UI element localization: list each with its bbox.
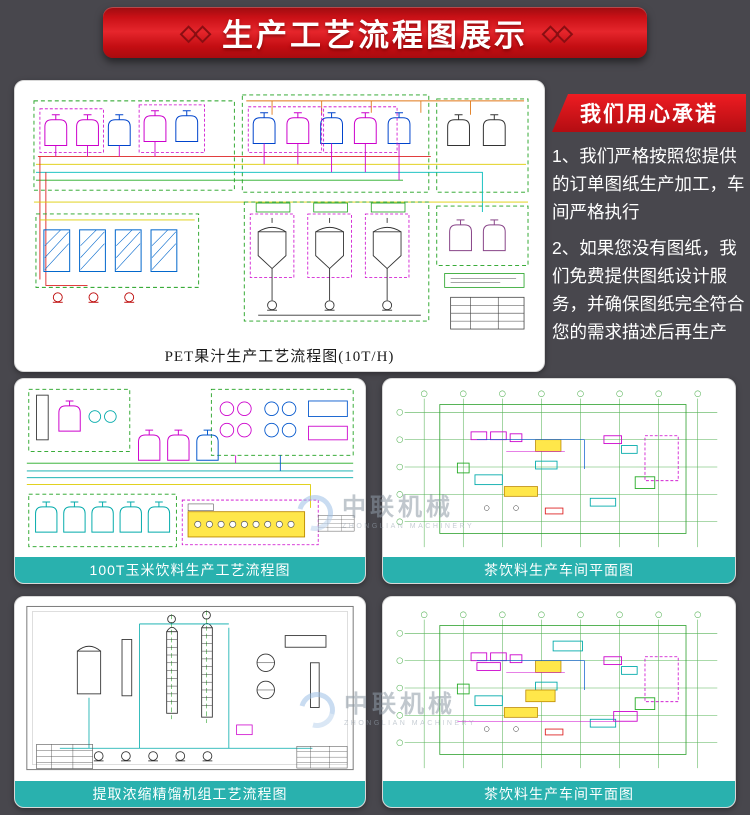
main-diagram-card: PET果汁生产工艺流程图(10T/H) bbox=[14, 80, 545, 372]
tea-plan-1-area bbox=[383, 379, 735, 557]
corn-diagram-area bbox=[15, 379, 365, 557]
distill-diagram-caption: 提取浓缩精馏机组工艺流程图 bbox=[15, 781, 365, 807]
pet-juice-diagram-area bbox=[15, 81, 544, 339]
banner-left-ornament-icon: ◇◇ bbox=[180, 19, 211, 45]
tea-workshop-plan-diagram-1 bbox=[396, 390, 718, 548]
tea-plan-2-caption: 茶饮料生产车间平面图 bbox=[383, 781, 735, 807]
distillation-unit-flow-diagram bbox=[26, 605, 354, 771]
promise-line-2: 2、如果您没有图纸，我们免费提供图纸设计服务，并确保图纸完全符合您的需求描述后再… bbox=[552, 238, 745, 342]
promise-line-1: 1、我们严格按照您提供的订单图纸生产加工，车间严格执行 bbox=[552, 146, 745, 222]
tea-plan-2-area bbox=[383, 597, 735, 781]
distill-diagram-card: 提取浓缩精馏机组工艺流程图 bbox=[14, 596, 366, 808]
tea-workshop-plan-diagram-2 bbox=[396, 611, 718, 769]
banner-right-ornament-icon: ◇◇ bbox=[542, 19, 573, 45]
corn-diagram-caption: 100T玉米饮料生产工艺流程图 bbox=[15, 557, 365, 583]
corn-beverage-flow-diagram bbox=[26, 388, 355, 548]
promise-badge: 我们用心承诺 bbox=[552, 94, 746, 132]
main-diagram-caption: PET果汁生产工艺流程图(10T/H) bbox=[164, 348, 395, 365]
promise-text-block: 1、我们严格按照您提供的订单图纸生产加工，车间严格执行 2、如果您没有图纸，我们… bbox=[552, 142, 748, 354]
section-title: 生产工艺流程图展示 bbox=[222, 18, 528, 53]
section-banner: ◇◇ 生产工艺流程图展示 ◇◇ bbox=[103, 7, 647, 58]
tea-plan-card-1: 茶饮料生产车间平面图 bbox=[382, 378, 736, 584]
tea-plan-card-2: 茶饮料生产车间平面图 bbox=[382, 596, 736, 808]
tea-plan-1-caption: 茶饮料生产车间平面图 bbox=[383, 557, 735, 583]
pet-juice-flow-diagram bbox=[33, 94, 529, 330]
distill-diagram-area bbox=[15, 597, 365, 781]
corn-diagram-card: 100T玉米饮料生产工艺流程图 bbox=[14, 378, 366, 584]
